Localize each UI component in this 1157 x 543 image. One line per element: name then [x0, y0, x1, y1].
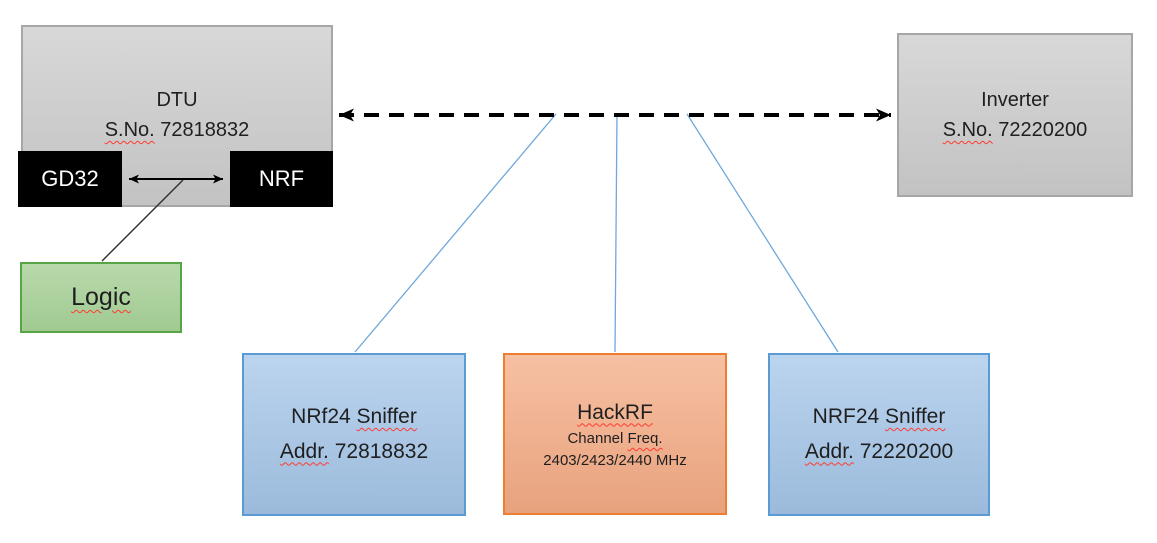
sniffer-left-addr-number: 72818832	[328, 439, 429, 463]
sniffer-right-address: Addr. 72220200	[805, 435, 953, 470]
link-sniffer-left	[354, 113, 557, 353]
sniffer-right-title-prefix: NRF24	[812, 404, 886, 428]
sniffer-right-title-word: Sniffer	[885, 404, 946, 428]
dtu-title: DTU	[156, 89, 198, 111]
sniffer-right-addr-label: Addr.	[804, 439, 854, 463]
hackrf-channel-word: Freq.	[627, 430, 663, 447]
hackrf-channel-prefix: Channel	[567, 430, 628, 447]
sniffer-right-addr-number: 72220200	[853, 439, 954, 463]
hackrf-channel-line: Channel Freq.	[567, 428, 662, 450]
link-sniffer-right	[686, 113, 839, 353]
inverter-serial-label: S.No.	[942, 119, 993, 141]
inverter-title: Inverter	[981, 89, 1049, 111]
sniffer-left-title: NRf24 Sniffer	[291, 400, 417, 435]
hackrf-frequencies: 2403/2423/2440 MHz	[543, 451, 687, 469]
inverter-serial: S.No. 72220200	[943, 115, 1088, 145]
dtu-serial-label: S.No.	[104, 119, 155, 141]
gd32-chip: GD32	[18, 151, 122, 207]
sniffer-left-addr-label: Addr.	[279, 439, 329, 463]
gd32-label: GD32	[41, 166, 99, 191]
logic-node: Logic	[20, 262, 182, 333]
sniffer-left-title-word: Sniffer	[356, 404, 417, 428]
nrf-chip: NRF	[230, 151, 333, 207]
inverter-node: Inverter S.No. 72220200	[897, 33, 1133, 197]
link-hackrf	[614, 113, 618, 353]
sniffer-right-title: NRF24 Sniffer	[813, 400, 946, 435]
sniffer-left-node: NRf24 Sniffer Addr. 72818832	[242, 353, 466, 516]
sniffer-left-address: Addr. 72818832	[280, 435, 428, 470]
nrf-label: NRF	[258, 166, 305, 191]
sniffer-right-node: NRF24 Sniffer Addr. 72220200	[768, 353, 990, 516]
sniffer-left-title-prefix: NRf24	[291, 404, 357, 428]
hackrf-node: HackRF Channel Freq. 2403/2423/2440 MHz	[503, 353, 727, 515]
hackrf-title: HackRF	[577, 400, 653, 424]
dtu-node: DTU S.No. 72818832	[21, 25, 333, 207]
dtu-serial-number: 72818832	[154, 119, 250, 141]
inverter-serial-number: 72220200	[992, 119, 1088, 141]
dtu-serial: S.No. 72818832	[105, 115, 250, 145]
logic-label: Logic	[71, 283, 131, 311]
